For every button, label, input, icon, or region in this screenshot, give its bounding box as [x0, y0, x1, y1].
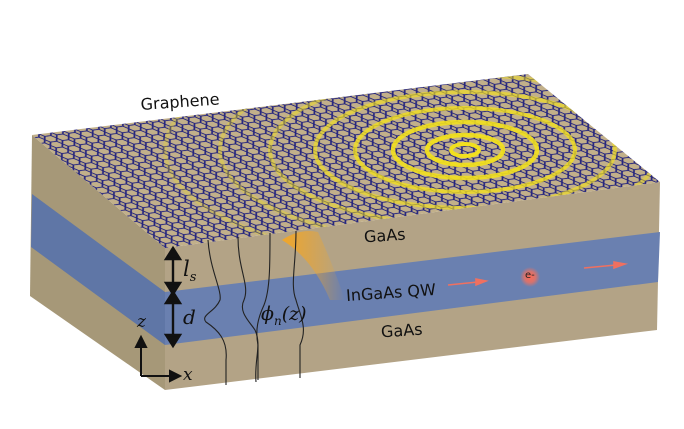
gaas-top-label: GaAs — [363, 224, 407, 247]
spacer-thickness-label: ls — [183, 257, 196, 285]
electron-motion-arrows — [447, 261, 629, 287]
wavefunction-label: ϕn(z) — [261, 303, 307, 328]
phi-symbol: ϕ — [261, 303, 274, 325]
electron-label: e- — [525, 270, 535, 281]
z-axis-label: z — [137, 312, 146, 332]
gaas-bottom-label: GaAs — [380, 319, 424, 342]
d-dimension-arrow — [163, 289, 183, 349]
coordinate-axes — [134, 334, 183, 383]
phi-subscript: n — [273, 313, 282, 328]
wavefunction-curves — [204, 230, 304, 385]
phi-argument: (z) — [281, 303, 307, 325]
quantum-well-band — [165, 232, 660, 345]
electron-icon — [520, 267, 540, 287]
near-field-glow — [282, 231, 345, 300]
ls-dimension-arrow — [163, 245, 183, 297]
well-width-label: d — [183, 305, 196, 329]
left-face — [30, 135, 165, 390]
x-axis-label: x — [183, 365, 193, 385]
ls-symbol: l — [183, 257, 190, 281]
front-face — [165, 182, 660, 390]
ls-subscript: s — [189, 270, 197, 286]
